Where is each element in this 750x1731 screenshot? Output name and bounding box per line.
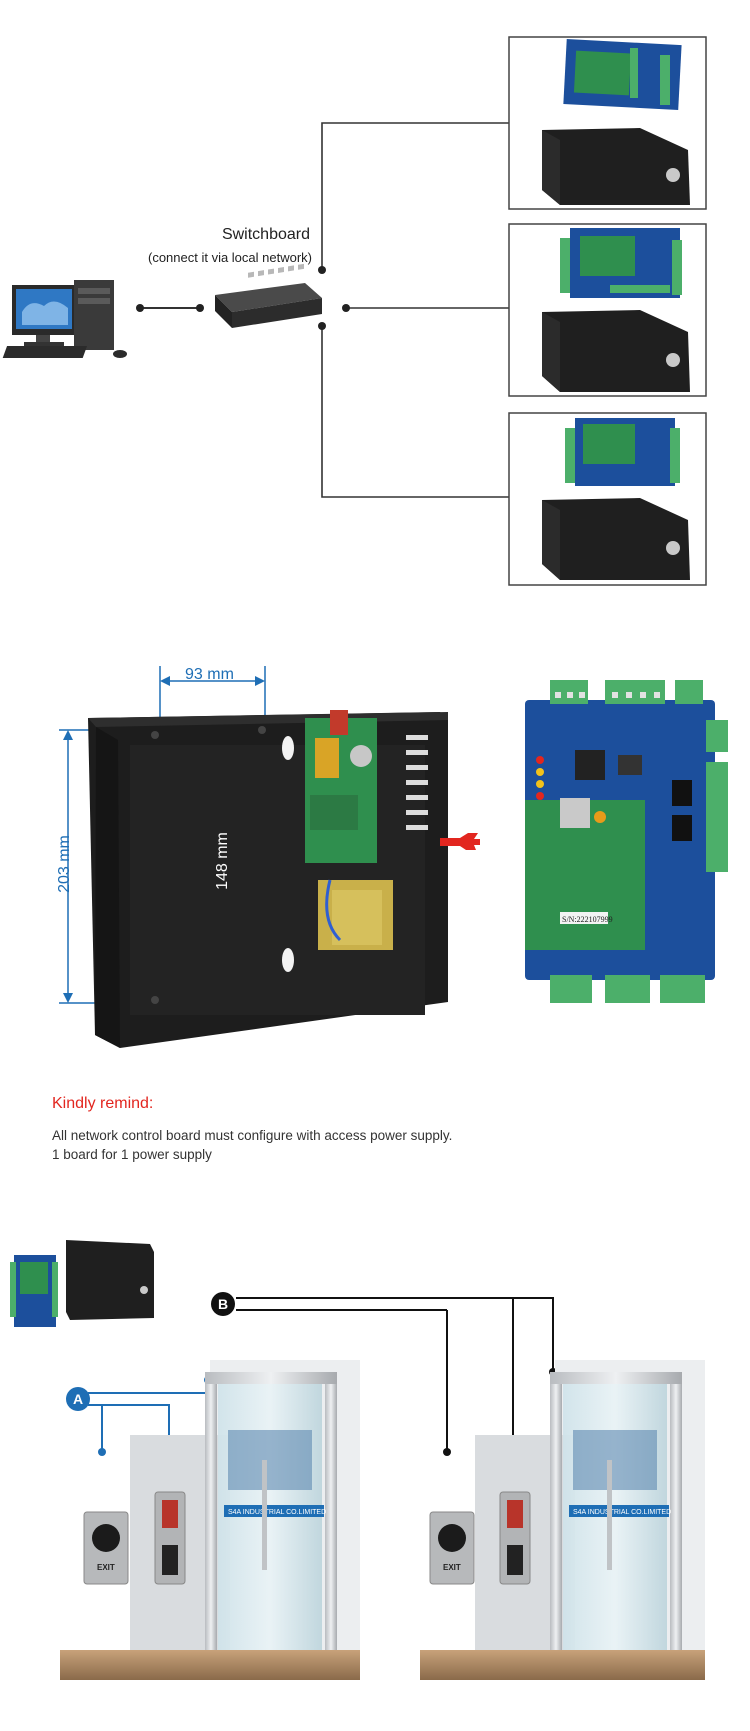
remind-line-1: All network control board must configure… [52, 1128, 453, 1143]
dimension-height-inner: 148 mm [214, 832, 231, 890]
dimension-width: 93 mm [185, 666, 234, 683]
exit-label-1: EXIT [97, 1563, 115, 1572]
remind-line-2: 1 board for 1 power supply [52, 1147, 212, 1162]
computer-icon [2, 280, 127, 358]
exit-button-1: EXIT [83, 1511, 129, 1585]
power-cabinet [88, 710, 448, 1048]
network-wiring [321, 122, 509, 498]
dimension-height-outer: 203 mm [56, 835, 73, 893]
glass-banner-text-2: S4A INDUSTRIAL CO.LIMITED [573, 1509, 671, 1516]
exit-label-2: EXIT [443, 1563, 461, 1572]
switchboard-label: Switchboard [221, 226, 310, 243]
label-b-text: B [218, 1296, 228, 1312]
board-serial: S/N:222107999 [562, 915, 613, 924]
fingerprint-reader-2 [499, 1491, 531, 1585]
product-thumbnail-board [10, 1255, 58, 1327]
exit-button-2: EXIT [429, 1511, 475, 1585]
network-control-board: S/N:222107999 [525, 680, 728, 1003]
fingerprint-reader-1 [154, 1491, 186, 1585]
product-thumbnail-cabinet [66, 1240, 154, 1320]
controller-box-3 [508, 412, 707, 586]
controller-box-1 [508, 36, 707, 210]
pointer-hand-icon [440, 833, 480, 850]
switchboard-sublabel: (connect it via local network) [147, 250, 312, 265]
network-switch-icon [215, 263, 322, 328]
label-b-badge [211, 1292, 235, 1316]
controller-box-2 [508, 223, 707, 397]
remind-title: Kindly remind: [52, 1095, 154, 1112]
label-a-badge [66, 1387, 90, 1411]
door-scene-1: S4A INDUSTRIAL CO.LIMITED [60, 1360, 360, 1680]
glass-banner-text-1: S4A INDUSTRIAL CO.LIMITED [228, 1509, 326, 1516]
label-a-text: A [73, 1391, 83, 1407]
